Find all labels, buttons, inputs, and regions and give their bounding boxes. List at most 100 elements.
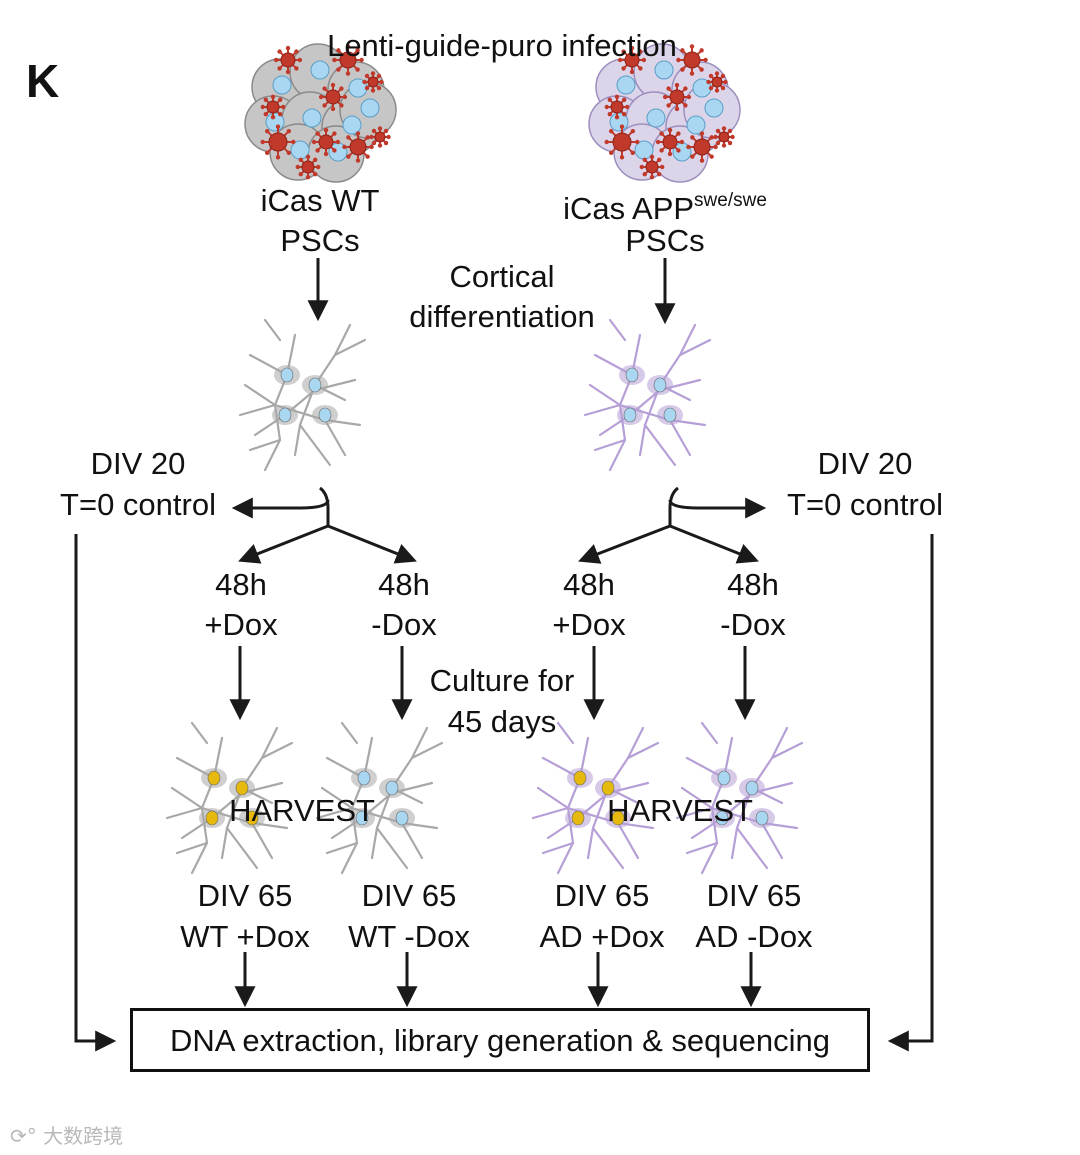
arrow-to-ad-minus [669,524,759,564]
arrow-to-left-control [231,497,330,519]
neuron-nucleus [623,407,637,423]
virus-particle-icon [686,131,718,163]
treatment-ad-plus-line2: +Dox [552,607,626,642]
neurite [333,338,367,357]
neurite [340,721,359,745]
cell-nucleus [646,108,666,128]
watermark-logo-icon: ⟳° [10,1124,37,1148]
neuron-nucleus [625,367,639,383]
treatment-wt-minus-line1: 48h [378,567,430,602]
neuron-nucleus [611,810,625,826]
virus-particle-icon [362,71,384,93]
virus-particle-icon [318,82,348,112]
neurite [253,378,357,437]
virus-particle-icon [311,127,341,157]
neurite [626,741,660,760]
left-split-stem [319,486,330,526]
virus-particle-icon [342,131,374,163]
cell-nucleus [272,75,292,95]
cortical-label-line2: differentiation [409,299,595,334]
neurite [675,806,714,820]
cell-nucleus [616,75,636,95]
neurite [325,841,359,855]
neurite [735,826,769,870]
harvest-right-label: HARVEST [607,793,753,828]
virus-particle-icon [713,126,735,148]
neuron-nucleus [357,770,371,786]
endpoint-wt-minus-line1: DIV 65 [361,878,457,913]
endpoint-ad-minus-line1: DIV 65 [706,878,802,913]
neurite [536,786,655,830]
virus-particle-icon [604,94,630,120]
neuron-nucleus [235,780,249,796]
neurite [400,821,424,860]
virus-particle-icon [617,45,647,75]
neurite [323,418,347,457]
app-infected-cell-cluster [588,43,741,183]
neurite [583,403,622,417]
arrow-left-control-to-seq [74,534,117,1052]
ad-plus-dox-neurons [531,721,660,875]
cell-nucleus [704,98,724,118]
left-control-line2: T=0 control [60,487,216,522]
neurite [643,423,677,467]
endpoint-wt-plus-line1: DIV 65 [197,878,293,913]
neurite [531,806,570,820]
neuron-nucleus [395,810,409,826]
neurite [320,786,439,830]
neuron-nucleus [308,377,322,393]
virus-particle-icon [369,126,391,148]
harvest-left-label: HARVEST [229,793,375,828]
neurite [598,378,702,437]
right-split-stem [668,486,679,526]
neurite [690,781,794,840]
cell-nucleus [342,115,362,135]
neuron-nucleus [278,407,292,423]
neuron-nucleus [755,810,769,826]
neurite [315,806,354,820]
sequencing-box: DNA extraction, library generation & seq… [130,1008,870,1072]
virus-particle-icon [662,82,692,112]
treatment-wt-plus-line1: 48h [215,567,267,602]
neurite [678,338,712,357]
neuron-nucleus [318,407,332,423]
virus-particle-icon [295,154,321,180]
neurite [760,821,784,860]
neurite [668,418,692,457]
neurite [190,721,209,745]
watermark: ⟳° 大数跨境 [10,1120,123,1149]
neurite [556,721,575,745]
neurite [593,438,627,452]
cortical-label-line1: Cortical [449,259,555,294]
endpoint-ad-plus-line1: DIV 65 [554,878,650,913]
infection-title: Lenti-guide-puro infection [327,28,677,63]
wt-label-line1: iCas WT [260,183,380,218]
culture-label-line2: 45 days [447,704,557,739]
neurite [298,423,332,467]
neuron-nucleus [653,377,667,393]
virus-particle-icon [676,44,708,76]
neurite [238,403,277,417]
wt-neuron-illustration [238,318,367,472]
wt-label-line2: PSCs [280,223,360,258]
virus-particle-icon [260,94,286,120]
treatment-wt-minus-line2: -Dox [371,607,437,642]
neurite [591,826,625,870]
neuron-nucleus [245,810,259,826]
treatment-wt-plus-line2: +Dox [204,607,278,642]
app-genotype-superscript: swe/swe [694,190,767,211]
virus-particle-icon [332,44,364,76]
endpoint-ad-minus-line2: AD -Dox [695,919,813,954]
wt-infected-cell-cluster [244,43,397,183]
wt-minus-dox-neurons [315,721,444,875]
neurite [260,741,294,760]
neurite [175,841,209,855]
endpoint-wt-minus-line2: WT -Dox [348,919,470,954]
right-control-line1: DIV 20 [817,446,913,481]
treatment-ad-minus-line2: -Dox [720,607,786,642]
virus-particle-icon [639,154,665,180]
watermark-text: 大数跨境 [43,1124,124,1148]
neuron-nucleus [571,810,585,826]
neurite [685,841,719,855]
